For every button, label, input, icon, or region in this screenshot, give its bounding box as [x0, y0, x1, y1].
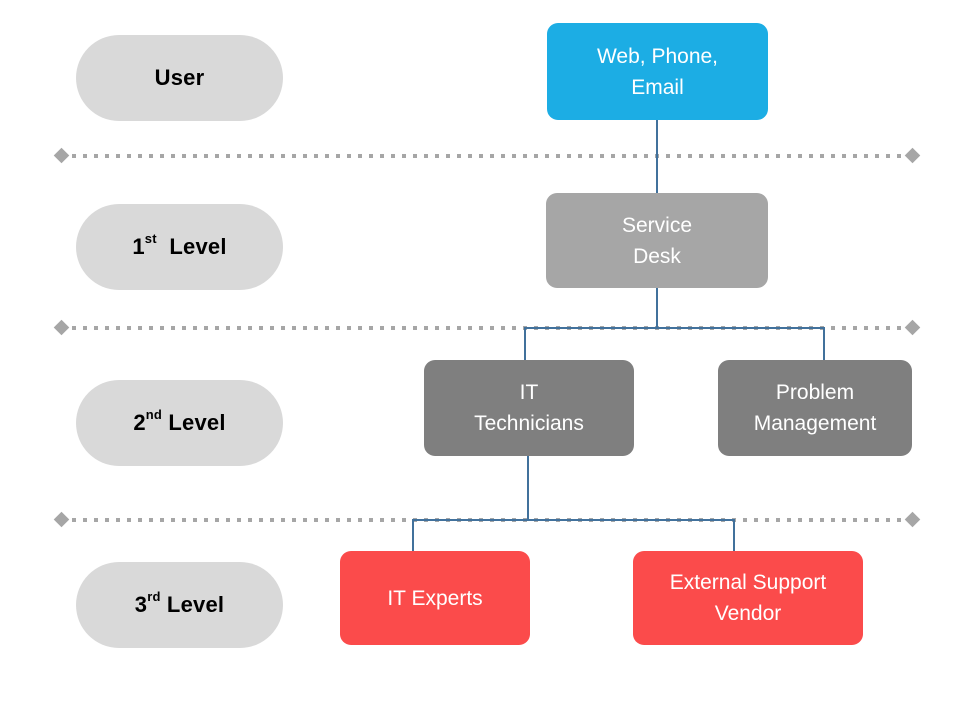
level-label-rest: Level [160, 592, 225, 617]
connector-to-it-experts [412, 519, 414, 552]
node-service-desk: Service Desk [546, 193, 768, 288]
dotted-line [72, 153, 902, 158]
level-label: 2 [133, 410, 146, 435]
level-label: 1 [132, 234, 145, 259]
level-label-rest: Level [156, 234, 227, 259]
level-label-superscript: st [144, 230, 157, 246]
node-it-technicians: IT Technicians [424, 360, 634, 456]
level-label-rest: Level [162, 410, 226, 435]
level-label: 3 [134, 592, 148, 617]
dotted-line [72, 325, 902, 330]
diamond-left-icon [53, 319, 70, 336]
diamond-right-icon [904, 511, 921, 528]
node-it-experts: IT Experts [340, 551, 530, 645]
connector-to-problem-management [823, 327, 825, 361]
divider-user-first [53, 147, 921, 164]
connector-servicedesk-down [656, 288, 658, 328]
level-label: User [154, 65, 205, 90]
node-problem-management: Problem Management [718, 360, 912, 456]
node-external-support-vendor: External Support Vendor [633, 551, 863, 645]
connector-level2-horizontal [524, 327, 825, 329]
diamond-left-icon [53, 147, 70, 164]
level-label-superscript: nd [145, 406, 163, 422]
divider-first-second [53, 319, 921, 336]
diamond-left-icon [53, 511, 70, 528]
connector-level3-horizontal [412, 519, 735, 521]
level-label-superscript: rd [147, 588, 161, 604]
connector-to-external-vendor [733, 519, 735, 552]
diamond-right-icon [904, 319, 921, 336]
connector-entry-to-servicedesk [656, 120, 658, 194]
diamond-right-icon [904, 147, 921, 164]
level-pill-user: User [76, 35, 283, 121]
node-web-phone-email: Web, Phone, Email [547, 23, 768, 120]
connector-ittechnicians-down [527, 456, 529, 520]
connector-to-it-technicians [524, 327, 526, 361]
